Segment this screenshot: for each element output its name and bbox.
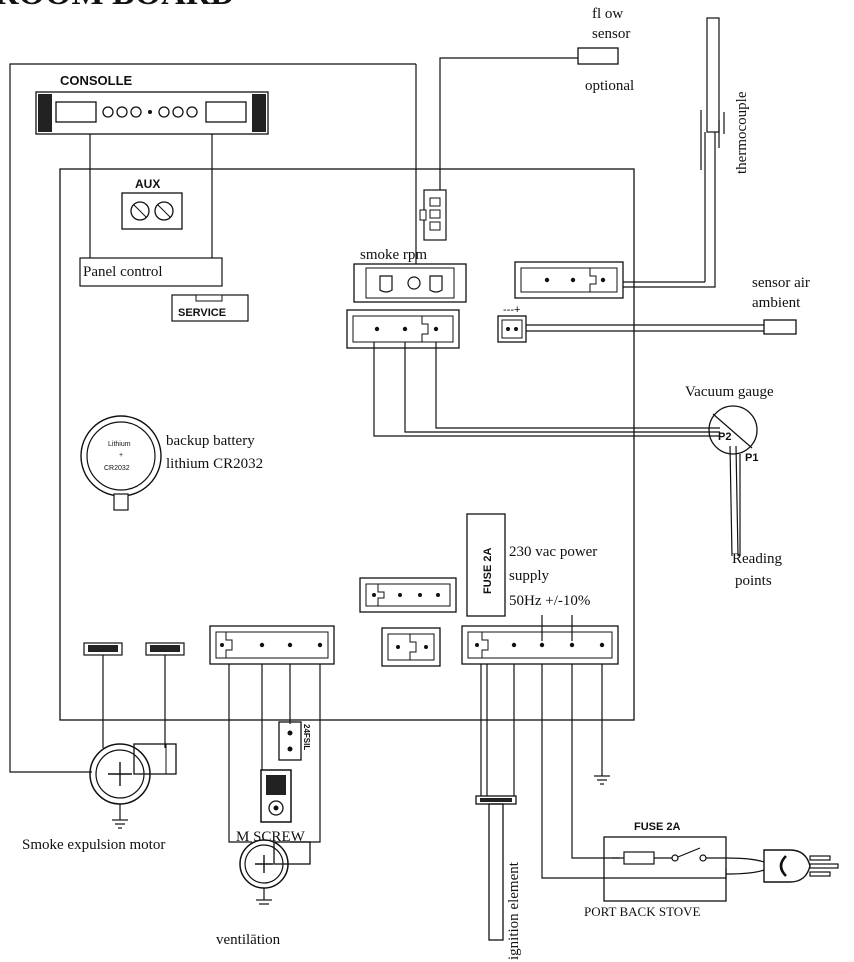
panel-control-box	[79, 257, 223, 287]
board-fuse-label: FUSE 2A	[482, 547, 494, 594]
port-fuse-label: FUSE 2A	[634, 821, 681, 833]
power-plug	[763, 849, 839, 883]
p1-label: P1	[745, 452, 758, 464]
smoke-motor-label: Smoke expulsion motor	[22, 837, 165, 853]
thermocouple-connector	[514, 261, 624, 299]
panel-control-label: Panel control	[83, 264, 163, 280]
backup-battery	[80, 415, 162, 511]
ignition-element	[475, 795, 517, 941]
vacuum-gauge	[708, 405, 758, 455]
smoke-rpm-connector	[353, 263, 467, 303]
vacuum-connector	[346, 309, 460, 349]
consolle-label: CONSOLLE	[60, 73, 133, 88]
two-pin-connector	[381, 627, 441, 667]
aux-4pin-connector	[359, 577, 457, 613]
power-connector	[461, 625, 619, 665]
flow-connector	[419, 189, 447, 241]
air-sensor	[763, 319, 797, 335]
sensor-air-label-1: sensor air	[752, 275, 810, 291]
battery-chip-mid: +	[119, 452, 123, 459]
sensor-air-connector	[497, 315, 527, 343]
thermocouple	[700, 17, 725, 285]
consolle-panel	[35, 91, 269, 135]
m-screw-motor	[260, 769, 292, 823]
battery-label-1: backup battery	[166, 433, 255, 449]
service-label: SERVICE	[178, 307, 226, 319]
reading-points-label-1: Reading	[732, 551, 782, 567]
smoke-motor-terminal-2	[145, 642, 185, 656]
power-label-3: 50Hz +/-10%	[509, 593, 590, 609]
port-back-stove	[603, 836, 727, 902]
battery-chip-top: Lithium	[108, 441, 131, 448]
m-screw-connector	[209, 625, 335, 665]
sensor-air-label-2: ambient	[752, 295, 801, 311]
aux-label: AUX	[135, 177, 160, 191]
thermocouple-label: thermocouple	[734, 91, 750, 174]
aux-terminal	[121, 192, 183, 230]
ignition-label: ignition element	[506, 861, 522, 960]
thermal-fuse-label: 24FSIL	[302, 724, 311, 750]
main-board	[59, 168, 635, 721]
smoke-rpm-label: smoke rpm	[360, 247, 427, 263]
m-screw-label: M SCREW	[236, 829, 306, 845]
ventilation-fan	[239, 839, 311, 905]
port-back-stove-label: PORT BACK STOVE	[584, 904, 701, 919]
thermal-fuse	[278, 721, 302, 761]
battery-chip-bottom: CR2032	[104, 465, 130, 472]
vacuum-gauge-label: Vacuum gauge	[685, 384, 774, 400]
smoke-expulsion-motor	[89, 743, 177, 829]
flow-sensor-optional: optional	[585, 78, 634, 94]
header-text: ROOM BOARD	[0, 0, 235, 12]
flow-sensor	[577, 47, 619, 65]
polarity-label: ---+	[503, 304, 520, 316]
board-fuse	[466, 513, 506, 617]
power-label-1: 230 vac power	[509, 544, 597, 560]
ventilation-label: ventilātion	[216, 932, 281, 948]
flow-sensor-label-1: fl ow	[592, 6, 623, 22]
flow-sensor-label-2: sensor	[592, 26, 630, 42]
smoke-motor-terminal-1	[83, 642, 123, 656]
power-label-2: supply	[509, 568, 550, 584]
battery-label-2: lithium CR2032	[166, 456, 263, 472]
reading-points-label-2: points	[735, 573, 772, 589]
p2-label: P2	[718, 431, 731, 443]
